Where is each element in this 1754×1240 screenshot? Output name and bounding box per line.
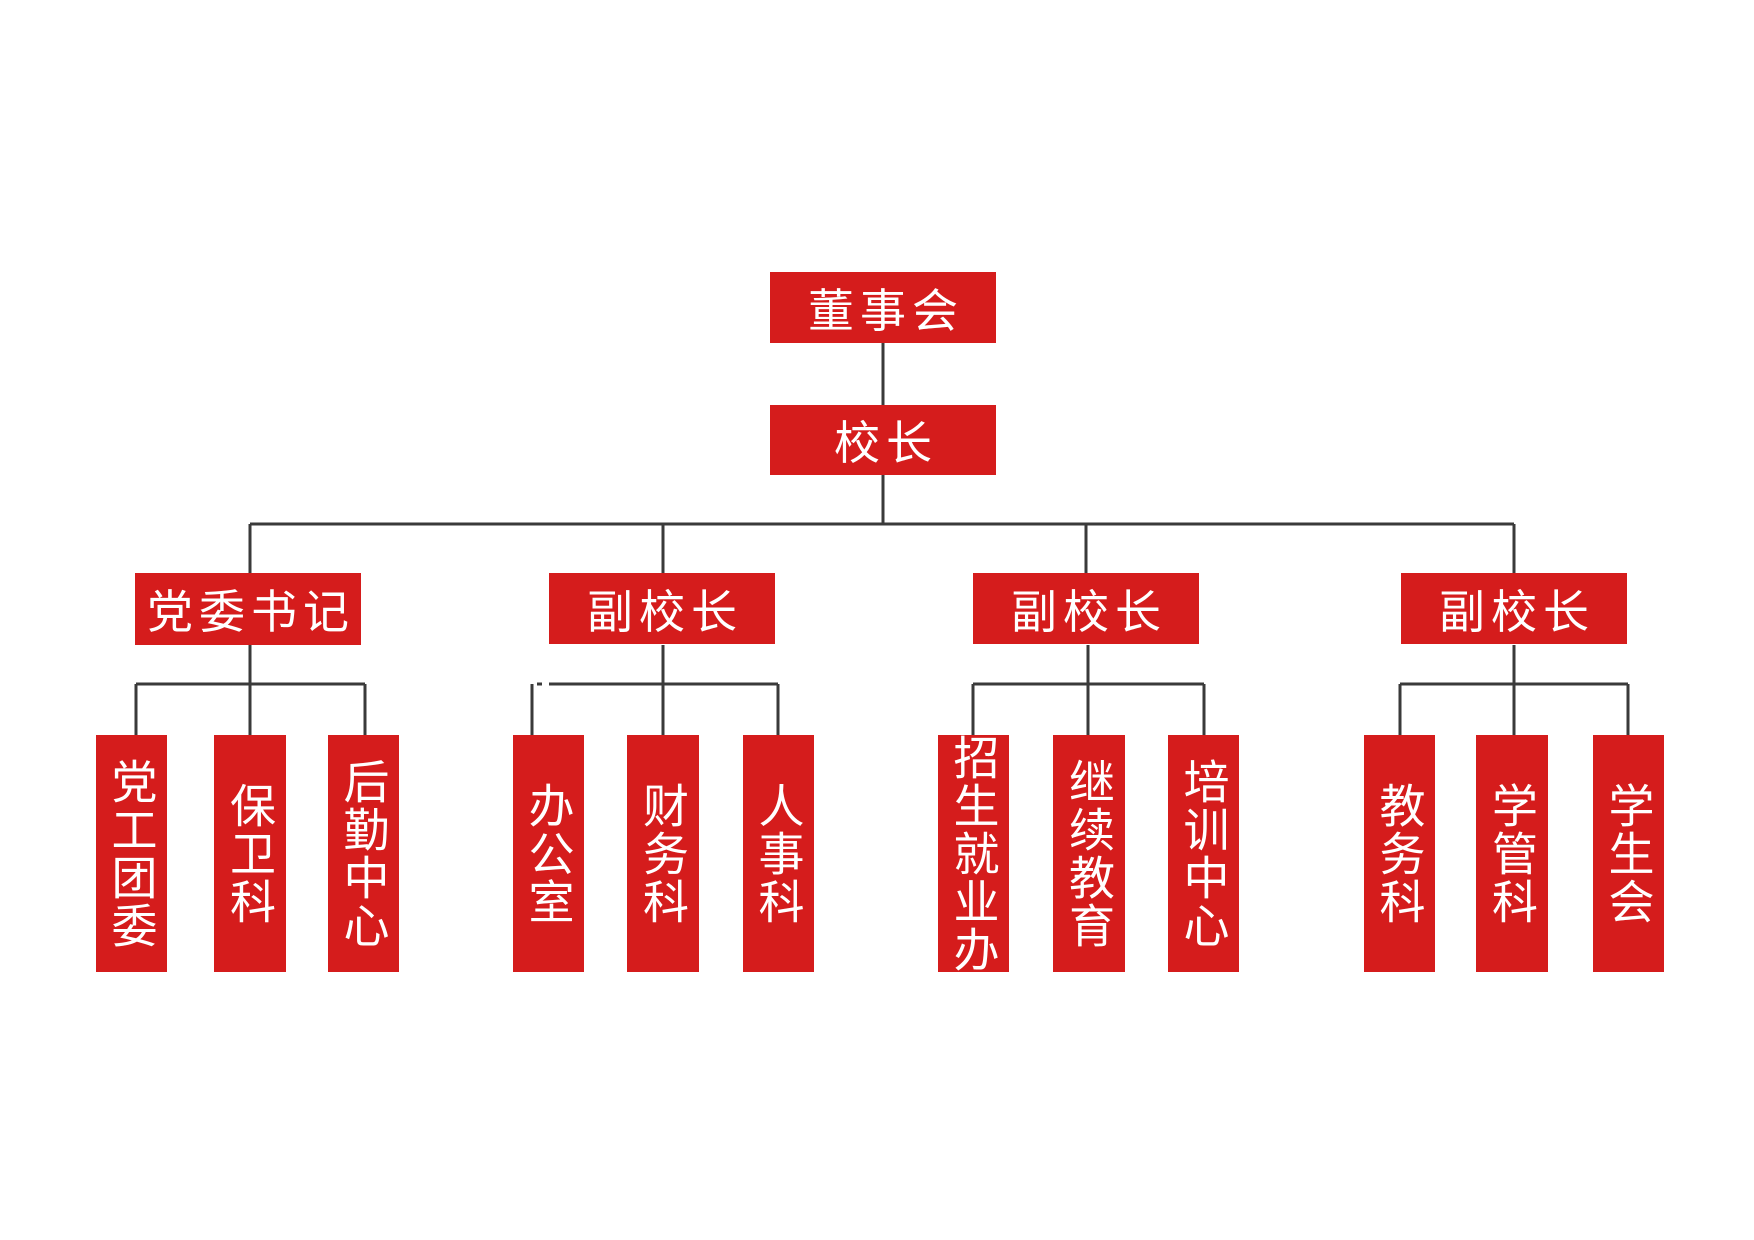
branch-head-2-label: 副校长: [587, 584, 743, 639]
unit-label: 学管科: [1485, 781, 1539, 926]
unit-label: 保卫科: [223, 781, 277, 926]
branch-head-1-label: 党委书记: [147, 585, 355, 639]
unit-box: 教务科: [1364, 735, 1435, 972]
unit-box: 招生就业办: [938, 733, 1009, 974]
unit-box: 财务科: [627, 735, 699, 972]
unit-box: 继续教育: [1053, 735, 1125, 972]
unit-box: 保卫科: [214, 735, 286, 972]
unit-box: 人事科: [743, 735, 814, 972]
branch-head-2: 副校长: [549, 573, 775, 644]
unit-box: 学管科: [1476, 735, 1548, 972]
unit-box: 后勤中心: [328, 735, 399, 972]
unit-label: 办公室: [521, 781, 576, 926]
unit-label: 党工团委: [104, 757, 159, 950]
unit-label: 后勤中心: [336, 757, 391, 950]
unit-box: 党工团委: [96, 735, 167, 972]
board-box: 董事会: [770, 272, 996, 343]
branch-head-4: 副校长: [1401, 573, 1627, 644]
branch-head-3-label: 副校长: [1011, 584, 1167, 639]
principal-box: 校长: [770, 405, 996, 475]
unit-label: 财务科: [636, 781, 690, 926]
branch-head-3: 副校长: [973, 573, 1199, 644]
unit-label: 学生会: [1601, 781, 1656, 926]
unit-label: 招生就业办: [946, 733, 1001, 974]
unit-label: 人事科: [751, 781, 806, 926]
unit-label: 教务科: [1372, 781, 1427, 926]
unit-label: 继续教育: [1062, 757, 1116, 950]
branch-head-4-label: 副校长: [1439, 584, 1595, 639]
unit-box: 办公室: [513, 735, 584, 972]
branch-head-1: 党委书记: [135, 573, 361, 645]
unit-box: 学生会: [1593, 735, 1664, 972]
unit-box: 培训中心: [1168, 735, 1239, 972]
principal-label: 校长: [834, 416, 938, 470]
unit-label: 培训中心: [1176, 757, 1231, 950]
board-label: 董事会: [808, 283, 964, 338]
